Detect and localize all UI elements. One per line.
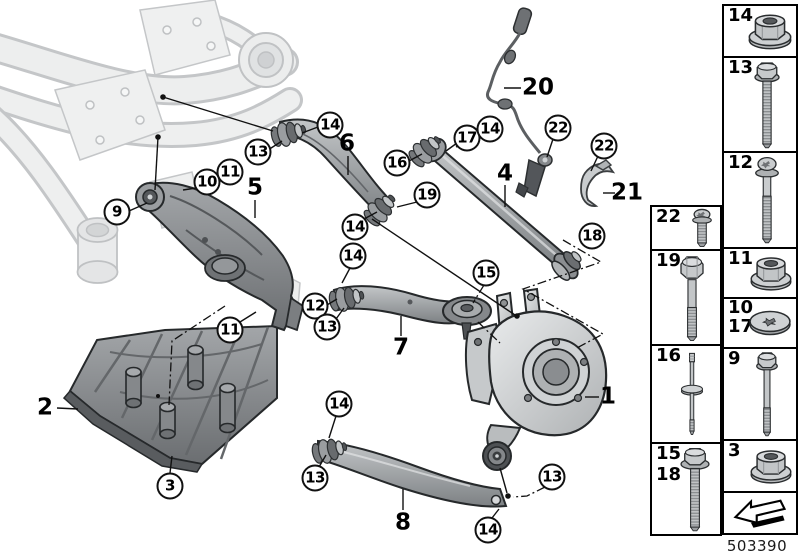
legend-box-15-18: 15 18	[650, 442, 722, 536]
legend-number: 11	[728, 248, 754, 269]
torx-bolt-long-icon	[752, 155, 782, 245]
callout-18[interactable]: 18	[578, 222, 606, 250]
reference-dots	[155, 94, 520, 499]
rear-axle-carrier-sketch	[0, 0, 303, 332]
washer-icon	[747, 306, 793, 340]
legend-number: 12	[728, 152, 754, 173]
legend-box-10-17: 10 17	[722, 297, 798, 349]
direction-arrow-icon	[728, 495, 792, 531]
construction-lines	[168, 239, 605, 498]
callout-11[interactable]: 11	[216, 316, 244, 344]
callout-13[interactable]: 13	[301, 464, 329, 492]
legend-number: 22	[656, 206, 682, 227]
legend-box-12: 12	[722, 151, 798, 249]
callout-22[interactable]: 22	[590, 132, 618, 160]
legend-box-22: 22	[650, 205, 722, 251]
flange-nut-icon	[749, 445, 793, 487]
legend-box-9: 9	[722, 347, 798, 441]
part-label-7: 7	[392, 334, 410, 361]
flange-nut-icon	[749, 253, 793, 293]
wheel-carrier-part1	[464, 287, 608, 471]
part-label-21: 21	[610, 179, 644, 206]
legend-number: 10 17	[728, 297, 754, 337]
toe-arm-part8	[309, 433, 508, 508]
part-label-20: 20	[521, 74, 555, 101]
callout-13[interactable]: 13	[538, 463, 566, 491]
part-label-5: 5	[246, 174, 264, 201]
flange-bolt-icon	[678, 445, 712, 533]
legend-number: 15 18	[656, 443, 682, 485]
trailing-strut-part4	[404, 129, 582, 281]
part-label-2: 2	[36, 394, 54, 421]
callout-14[interactable]: 14	[339, 242, 367, 270]
callout-10[interactable]: 10	[193, 168, 221, 196]
abs-sensor-part20	[485, 7, 553, 198]
legend-box-13: 13	[722, 56, 798, 153]
legend-number: 19	[656, 250, 682, 271]
bolt-with-washer-icon	[678, 348, 706, 440]
legend-number: 9	[728, 348, 741, 369]
part-label-8: 8	[394, 509, 412, 536]
flange-nut-icon	[747, 11, 793, 51]
callout-11[interactable]: 11	[216, 158, 244, 186]
legend-number: 16	[656, 345, 682, 366]
callout-19[interactable]: 19	[413, 181, 441, 209]
legend-box-19: 19	[650, 249, 722, 346]
callout-14[interactable]: 14	[476, 115, 504, 143]
callout-15[interactable]: 15	[472, 259, 500, 287]
callout-13[interactable]: 13	[244, 138, 272, 166]
callout-14[interactable]: 14	[341, 213, 369, 241]
legend-number: 14	[728, 5, 754, 26]
callout-14[interactable]: 14	[325, 390, 353, 418]
torx-screw-icon	[687, 208, 717, 248]
callout-14[interactable]: 14	[316, 111, 344, 139]
legend-box-16: 16	[650, 344, 722, 444]
flange-bolt-long-icon	[752, 60, 782, 150]
legend-number: 3	[728, 440, 741, 461]
callout-9[interactable]: 9	[103, 198, 131, 226]
part-label-1: 1	[599, 383, 617, 410]
legend-box-11: 11	[722, 247, 798, 299]
callout-3[interactable]: 3	[156, 472, 184, 500]
guard-plate-part2	[62, 324, 278, 473]
legend-box-arrow	[722, 491, 798, 535]
callout-16[interactable]: 16	[383, 149, 411, 177]
legend-box-14: 14	[722, 4, 798, 58]
hex-flange-bolt-icon	[752, 350, 782, 438]
bracket-part21	[580, 159, 616, 207]
callout-13[interactable]: 13	[313, 313, 341, 341]
legend-box-3: 3	[722, 439, 798, 493]
diagram-code: 503390	[726, 537, 788, 555]
callout-14[interactable]: 14	[474, 516, 502, 544]
control-rod-part7	[326, 282, 492, 340]
hex-bolt-icon	[676, 254, 708, 342]
legend-number: 13	[728, 57, 754, 78]
part-label-4: 4	[496, 160, 514, 187]
callout-22[interactable]: 22	[544, 114, 572, 142]
lower-control-arm-part5	[135, 181, 305, 332]
part-label-6: 6	[338, 130, 356, 157]
